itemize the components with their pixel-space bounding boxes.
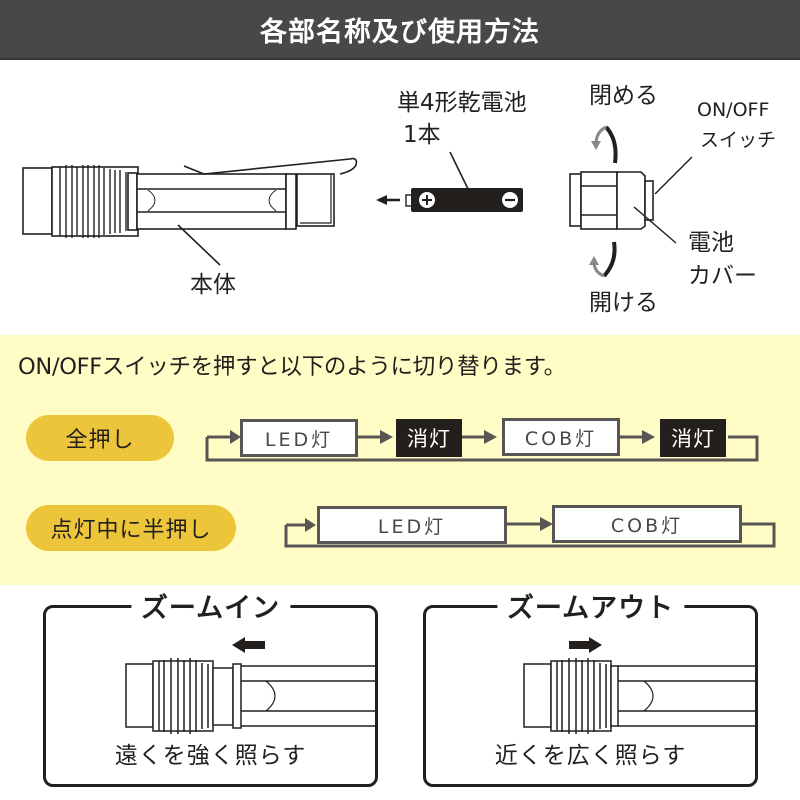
full-press-step-off-2: 消灯 — [660, 419, 726, 457]
battery-cover-illustration — [569, 156, 693, 244]
zoom-out-panel: ズームアウト 近くを広く照らす — [423, 586, 758, 787]
arrow-left-icon — [376, 195, 400, 205]
cover-label-line1: 電池 — [688, 230, 734, 256]
switch-leader-line — [654, 156, 693, 195]
zoom-out-title: ズームアウト — [496, 586, 685, 625]
half-press-loop-line — [284, 522, 776, 548]
arrow-right-icon — [380, 430, 393, 444]
full-press-step-cob: COB灯 — [502, 418, 620, 456]
zoom-in-title: ズームイン — [130, 586, 291, 625]
battery-label-line2: 1本 — [403, 122, 441, 148]
close-label: 閉める — [589, 83, 658, 109]
cover-label-line2: カバー — [688, 263, 757, 289]
full-press-badge: 全押し — [26, 415, 174, 461]
parts-illustration — [22, 125, 693, 278]
half-press-step-cob: COB灯 — [552, 505, 742, 543]
header-bar: 各部名称及び使用方法 — [0, 0, 800, 60]
mode-switching-section: ON/OFFスイッチを押すと以下のように切り替ります。 全押し LED灯 消灯 … — [0, 335, 800, 585]
switch-label-line1: ON/OFF — [697, 99, 770, 121]
page-title: 各部名称及び使用方法 — [260, 16, 540, 48]
battery-illustration — [405, 151, 523, 212]
zoom-in-illustration — [125, 637, 378, 734]
zoom-out-caption: 近くを広く照らす — [494, 743, 687, 769]
zoom-in-caption: 遠くを強く照らす — [114, 743, 307, 769]
rotate-open-icon — [589, 241, 617, 278]
arrow-right-icon — [230, 430, 241, 444]
flashlight-illustration — [22, 157, 358, 238]
arrow-right-icon — [642, 430, 655, 444]
full-press-step-led: LED灯 — [240, 419, 358, 457]
body-label: 本体 — [190, 272, 236, 298]
open-label: 開ける — [589, 290, 658, 316]
rotate-close-icon — [591, 125, 618, 164]
cover-leader-line — [633, 206, 677, 244]
zoom-out-illustration — [523, 637, 758, 734]
half-press-step-led: LED灯 — [317, 506, 507, 544]
mode-intro-text: ON/OFFスイッチを押すと以下のように切り替ります。 — [18, 354, 566, 380]
arrow-right-icon — [484, 430, 497, 444]
arrow-right-icon — [540, 517, 553, 531]
flow-arrows — [205, 430, 776, 548]
full-press-step-off: 消灯 — [396, 419, 462, 457]
zoom-in-panel: ズームイン 遠くを強く照らす — [43, 586, 378, 787]
battery-leader-line — [449, 151, 471, 194]
arrow-right-icon — [305, 518, 316, 532]
arrow-left-icon — [232, 637, 265, 653]
body-leader-line — [177, 224, 221, 266]
half-press-badge: 点灯中に半押し — [26, 505, 236, 551]
switch-label-line2: スイッチ — [700, 129, 777, 151]
arrow-right-icon — [569, 637, 602, 653]
parts-diagram: 本体 単4形乾電池 1本 閉める 開ける ON/OFF スイッチ 電池 カバー — [0, 62, 800, 335]
full-press-loop-line — [205, 435, 759, 462]
battery-label-line1: 単4形乾電池 — [397, 90, 527, 116]
